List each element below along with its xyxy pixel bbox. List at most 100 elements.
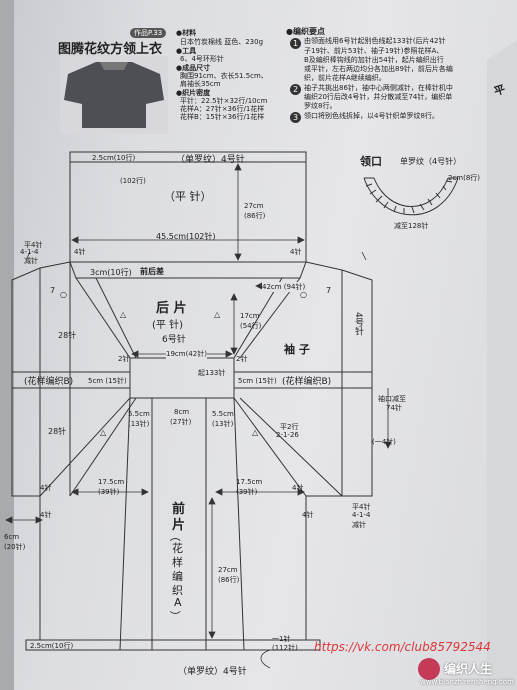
back-body <box>69 161 307 263</box>
back-diag-left: 28针 <box>58 331 77 340</box>
front-height: 27cm <box>218 566 238 574</box>
hem-sts: (20针) <box>4 543 26 551</box>
seven-left: 7 <box>50 286 56 295</box>
sleeve-width-left: 5cm (15针) <box>88 377 127 385</box>
front-height-rows: (86行) <box>218 576 240 584</box>
center-stitches: 19cm(42针) <box>166 349 207 359</box>
step-1-marker: 1 <box>290 38 301 49</box>
back-triangle-r: △ <box>214 310 221 319</box>
back-height: 27cm <box>244 202 264 210</box>
front-side-sts-r: (13针) <box>212 420 234 428</box>
front-four-l: 4针 <box>40 484 52 492</box>
center-width: 42cm (94针) <box>262 282 306 292</box>
left-sleeve-panel <box>39 261 71 496</box>
circle-left: ○ <box>60 290 67 299</box>
sleeve-label: 袖 子 <box>284 343 310 356</box>
sleeve-shaping-2: 减针 <box>352 521 366 529</box>
front-rib-rows: 2.5cm(10行) <box>30 642 74 650</box>
front-triangle-r: △ <box>252 428 259 437</box>
front-four-r: 4针 <box>292 484 304 492</box>
front-width-left: 17.5cm <box>98 478 125 486</box>
step-3-line-0: 领口将别色线拆掉，以4号针织单罗纹8行。 <box>304 112 439 120</box>
sleeve-needle: 4号针 <box>353 312 363 336</box>
step-1-line-2: B及编织棒钩线的加针出54针，起片编织出行 <box>304 56 444 64</box>
site-url[interactable]: www.bianzhirensheng.com <box>420 678 514 686</box>
left-shaping-2: 减针 <box>24 257 38 265</box>
collar-subtitle: 单罗纹（4号针） <box>400 157 462 166</box>
front-name-0: 前 <box>172 502 186 517</box>
back-height-rows: (86行) <box>244 212 266 220</box>
back-right-4: 4针 <box>290 248 302 256</box>
back-width: 45.5cm(102针) <box>156 232 216 241</box>
logo-text: 编织人生 <box>444 662 493 676</box>
front-side-sts: (13针) <box>128 420 150 428</box>
hem-size: 6cm <box>4 533 20 541</box>
next-page-edge <box>487 40 517 690</box>
cuff-1: 74针 <box>386 404 402 412</box>
back-stitch-label: （平 针） <box>164 190 212 203</box>
step-2-line-1: 编织20行后改4号针，并分散减至74针，编织单 <box>304 93 453 101</box>
back-height2-rows: (54行) <box>240 322 262 330</box>
cuff-0: 袖口减至 <box>378 395 406 403</box>
front-four-r2: 4针 <box>302 511 314 519</box>
neck-label: 前后差 <box>140 267 164 276</box>
material-text: 日本竹炭棉线 蓝色、230g <box>180 38 264 46</box>
back-left-4: 4针 <box>74 248 86 256</box>
gauge-line2: 花样A：27针×36行/1花样 <box>180 105 265 113</box>
front-rib-label: （单罗纹）4号针 <box>178 667 247 677</box>
front-four-l2: 4针 <box>40 511 52 519</box>
step-2-line-2: 罗纹8行。 <box>304 102 337 110</box>
logo-icon <box>418 658 440 680</box>
front-center-width: 8cm <box>174 408 190 416</box>
collar-rows: 2cm(8行) <box>448 174 481 182</box>
gauge-title: ●织片密度 <box>176 89 211 97</box>
back-needle: 6号针 <box>162 335 186 345</box>
gauge-line1: 平针：22.5针×32行/10cm <box>180 97 268 105</box>
sleeve-width-right: 5cm (15针) <box>238 377 277 385</box>
gauge-line3: 花样B：15针×36行/1花样 <box>180 113 265 121</box>
step-2-marker: 2 <box>290 84 301 95</box>
instructions-title: ●编织要点 <box>286 27 325 36</box>
back-rib-rows: 2.5cm(10行) <box>92 154 136 162</box>
front-name-1: 片 <box>172 518 186 533</box>
size-title: ●成品尺寸 <box>176 64 211 72</box>
back-left-2: 2针 <box>118 355 130 363</box>
tool-text: 6、4号环形针 <box>180 55 224 63</box>
back-piece-stitch: (平 针) <box>152 320 183 331</box>
dimension-arrows <box>5 163 392 669</box>
seven-right: 7 <box>326 286 332 295</box>
collar-title: 领口 <box>360 155 382 168</box>
step-2-line-0: 袖子共挑出86针，袖中心两侧减针，在棒针机中 <box>304 84 453 92</box>
back-right-2: 2针 <box>236 355 248 363</box>
neck-width: 3cm(10行) <box>90 268 132 277</box>
work-page-badge: 作品P.33 <box>130 28 167 38</box>
back-piece-name: 后 片 <box>156 301 187 316</box>
back-rib-label: （单罗纹）4号针 <box>176 155 245 165</box>
front-diag-left: 28针 <box>48 427 67 436</box>
size-line2: 肩袖长35cm <box>180 80 221 88</box>
front-width-left-sts: (39针) <box>98 488 120 496</box>
front-pattern-1: 花 <box>172 542 183 555</box>
size-line1: 胸围91cm、衣长51.5cm、 <box>180 72 268 80</box>
start-stitches: 起133针 <box>198 369 226 377</box>
back-triangle-l: △ <box>120 310 127 319</box>
material-title: ●材料 <box>176 29 197 37</box>
step-1-line-0: 由领面线用6号针起别色线起133针(后片42针 <box>304 37 446 45</box>
front-minus-sts: 一1针 <box>272 635 291 643</box>
front-pattern-3: 编 <box>172 570 183 583</box>
front-flat-2: 平2行 <box>280 423 299 431</box>
tool-title: ●工具 <box>176 47 197 55</box>
circle-right: ○ <box>300 290 307 299</box>
minus-4: (一4针) <box>372 438 396 446</box>
back-height2: 17cm <box>240 312 260 320</box>
right-sleeve-panel <box>305 261 343 497</box>
front-side-width-r: 5.5cm <box>212 410 234 418</box>
left-shaping-0: 平4针 <box>24 241 43 249</box>
step-1-line-4: 织，前片花样A继续编织。 <box>304 74 386 82</box>
right-sleeve-outer <box>341 269 373 497</box>
step-3-marker: 3 <box>290 112 301 123</box>
collar-decrease: 减至128针 <box>394 222 429 230</box>
vk-url[interactable]: https://vk.com/club85792544 <box>314 640 491 654</box>
